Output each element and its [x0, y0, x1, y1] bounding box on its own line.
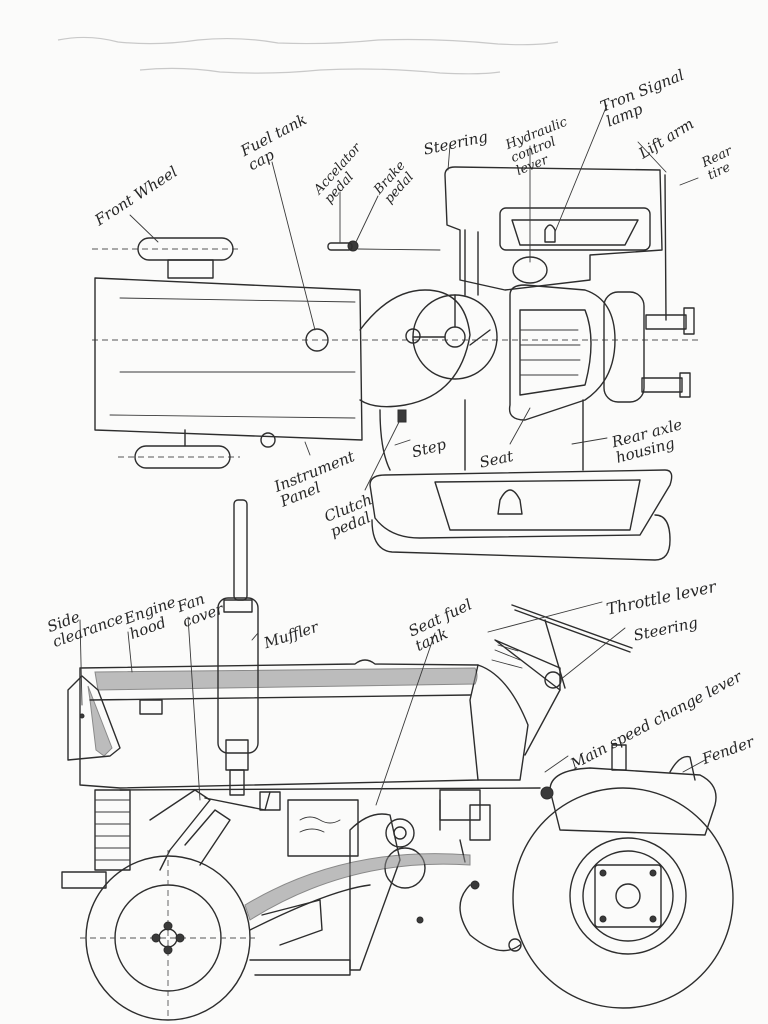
leader-lines [79, 104, 706, 806]
top-view-drawing [92, 166, 700, 561]
faint-heading-scribbles [57, 36, 559, 75]
side-view-drawing [61, 499, 734, 1021]
